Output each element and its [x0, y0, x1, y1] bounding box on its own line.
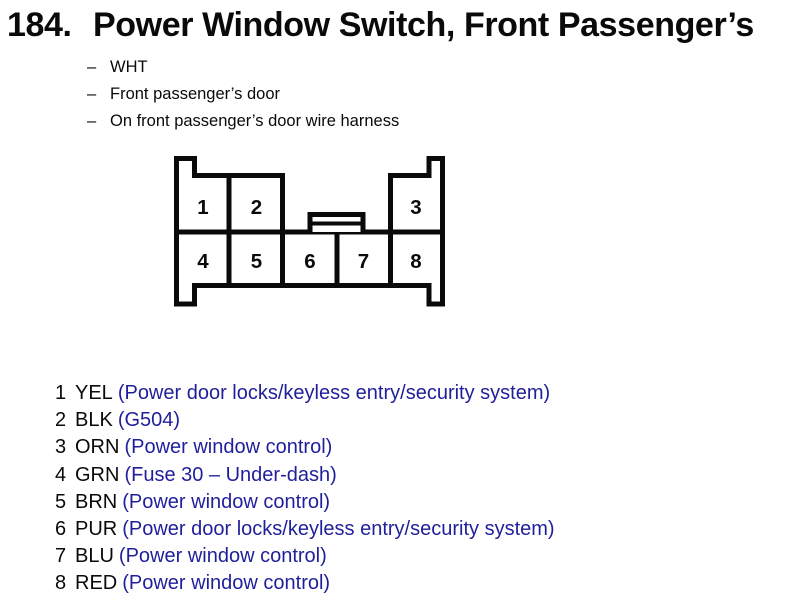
item-title: Power Window Switch, Front Passenger’s — [93, 6, 754, 44]
wire-color: BRN — [75, 490, 118, 513]
cell-number-4: 4 — [197, 250, 209, 273]
pin-number: 3 — [55, 436, 67, 459]
page-title: 184. Power Window Switch, Front Passenger… — [7, 6, 754, 45]
wire-color: PUR — [75, 518, 118, 541]
cell-number-2: 2 — [251, 196, 262, 219]
pin-number: 8 — [55, 572, 67, 595]
pin-row: 2 BLK(G504) — [55, 407, 555, 434]
detail-text: Front passenger’s door — [110, 85, 280, 103]
pin-circuit: (Power window control) — [122, 490, 331, 513]
pin-circuit: (Power door locks/keyless entry/security… — [122, 518, 555, 541]
pin-row: 7 BLU(Power window control) — [55, 543, 555, 570]
pin-number: 5 — [55, 490, 67, 513]
pin-number: 1 — [55, 382, 67, 404]
pin-number: 2 — [55, 409, 67, 432]
connector-diagram: 1 2 3 4 5 6 7 8 — [174, 156, 445, 307]
detail-line: –WHT — [87, 54, 399, 81]
pin-number: 6 — [55, 518, 67, 541]
cell-number-7: 7 — [358, 250, 369, 273]
item-number: 184. — [7, 6, 72, 44]
pin-row: 6 PUR(Power door locks/keyless entry/secu… — [55, 516, 555, 543]
cell-number-6: 6 — [304, 250, 315, 273]
wire-color: GRN — [75, 463, 120, 486]
connector-details: –WHT –Front passenger’s door –On front p… — [87, 54, 399, 135]
bullet-dash: – — [87, 112, 97, 130]
wire-color: RED — [75, 572, 118, 595]
pin-number: 4 — [55, 463, 67, 486]
pin-circuit: (Power window control) — [122, 572, 331, 595]
pin-circuit: (Power window control) — [118, 545, 327, 568]
pin-row: 1 YEL(Power door locks/keyless entry/secu… — [55, 380, 555, 407]
detail-text: WHT — [110, 58, 148, 76]
cell-number-3: 3 — [410, 196, 421, 219]
pin-row: 5 BRN(Power window control) — [55, 489, 555, 516]
wire-color: YEL — [75, 382, 113, 404]
cell-number-1: 1 — [197, 196, 208, 219]
pin-number: 7 — [55, 545, 67, 568]
cell-number-5: 5 — [251, 250, 262, 273]
cell-number-8: 8 — [410, 250, 421, 273]
pin-row: 3 ORN(Power window control) — [55, 434, 555, 461]
bullet-dash: – — [87, 58, 97, 76]
pin-circuit: (Power window control) — [124, 436, 333, 459]
wire-color: BLU — [75, 545, 114, 568]
detail-text: On front passenger’s door wire harness — [110, 112, 400, 130]
wire-color: ORN — [75, 436, 120, 459]
pin-row: 8 RED(Power window control) — [55, 570, 555, 597]
pin-circuit: (G504) — [117, 409, 181, 432]
connector-outline — [174, 156, 445, 307]
pin-circuit: (Fuse 30 – Under-dash) — [124, 463, 337, 486]
detail-line: –Front passenger’s door — [87, 81, 399, 108]
bullet-dash: – — [87, 85, 97, 103]
detail-line: –On front passenger’s door wire harness — [87, 108, 399, 135]
pin-row: 4 GRN(Fuse 30 – Under-dash) — [55, 462, 555, 489]
wire-color: BLK — [75, 409, 113, 432]
pin-circuit: (Power door locks/keyless entry/security… — [117, 382, 551, 404]
